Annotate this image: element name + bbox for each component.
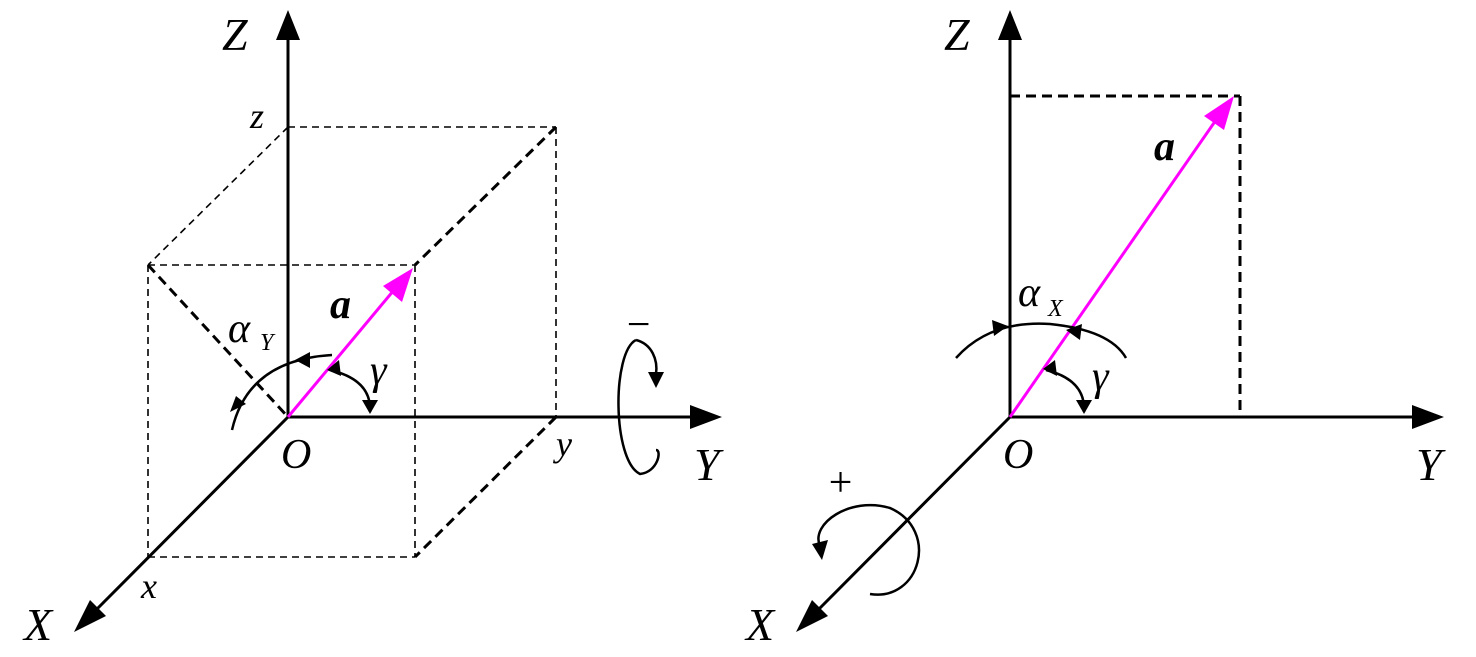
- right-alpha-label: α: [1018, 270, 1041, 316]
- right-diagram: Z Y X O a α X γ +: [744, 9, 1446, 650]
- right-z-label: Z: [944, 9, 970, 60]
- left-diagram: Z Y X O z y x a α Y γ −: [22, 9, 724, 650]
- left-x-tick-label: x: [140, 566, 157, 606]
- right-z-axis: [998, 10, 1022, 417]
- left-origin-label: O: [281, 432, 311, 478]
- left-rotation-arrow: [617, 338, 664, 476]
- left-gamma-arc: [327, 360, 378, 414]
- left-dashed-box: [147, 126, 557, 558]
- left-alpha-arc: [230, 352, 333, 431]
- right-rotation-sign: +: [826, 460, 854, 506]
- right-rotation-arrow: [812, 503, 921, 596]
- left-gamma-label: γ: [370, 348, 388, 394]
- left-x-axis: [74, 415, 290, 632]
- left-y-tick-label: y: [553, 424, 572, 464]
- right-alpha-subscript: X: [1047, 296, 1064, 322]
- left-z-tick-label: z: [249, 96, 264, 136]
- right-x-label: X: [744, 599, 776, 650]
- right-x-axis: [796, 415, 1012, 632]
- left-y-axis: [288, 405, 722, 429]
- left-dashed-box-thick: [146, 125, 558, 559]
- right-gamma-arc: [1043, 360, 1092, 414]
- left-z-axis: [276, 10, 300, 417]
- left-alpha-subscript: Y: [260, 330, 276, 356]
- right-gamma-label: γ: [1092, 354, 1110, 400]
- left-alpha-label: α: [228, 306, 251, 352]
- right-vector-label: a: [1154, 124, 1175, 170]
- left-y-label: Y: [694, 439, 724, 490]
- right-origin-label: O: [1003, 432, 1033, 478]
- left-x-label: X: [22, 599, 54, 650]
- right-y-axis: [1010, 405, 1444, 429]
- left-rotation-sign: −: [624, 302, 652, 348]
- right-dashed-projection: [1010, 94, 1242, 417]
- left-z-label: Z: [222, 9, 248, 60]
- right-alpha-arc: [955, 320, 1128, 359]
- left-vector-label: a: [330, 282, 351, 328]
- right-vector-a: [1008, 96, 1234, 418]
- left-vector-a: [286, 268, 413, 418]
- right-y-label: Y: [1416, 439, 1446, 490]
